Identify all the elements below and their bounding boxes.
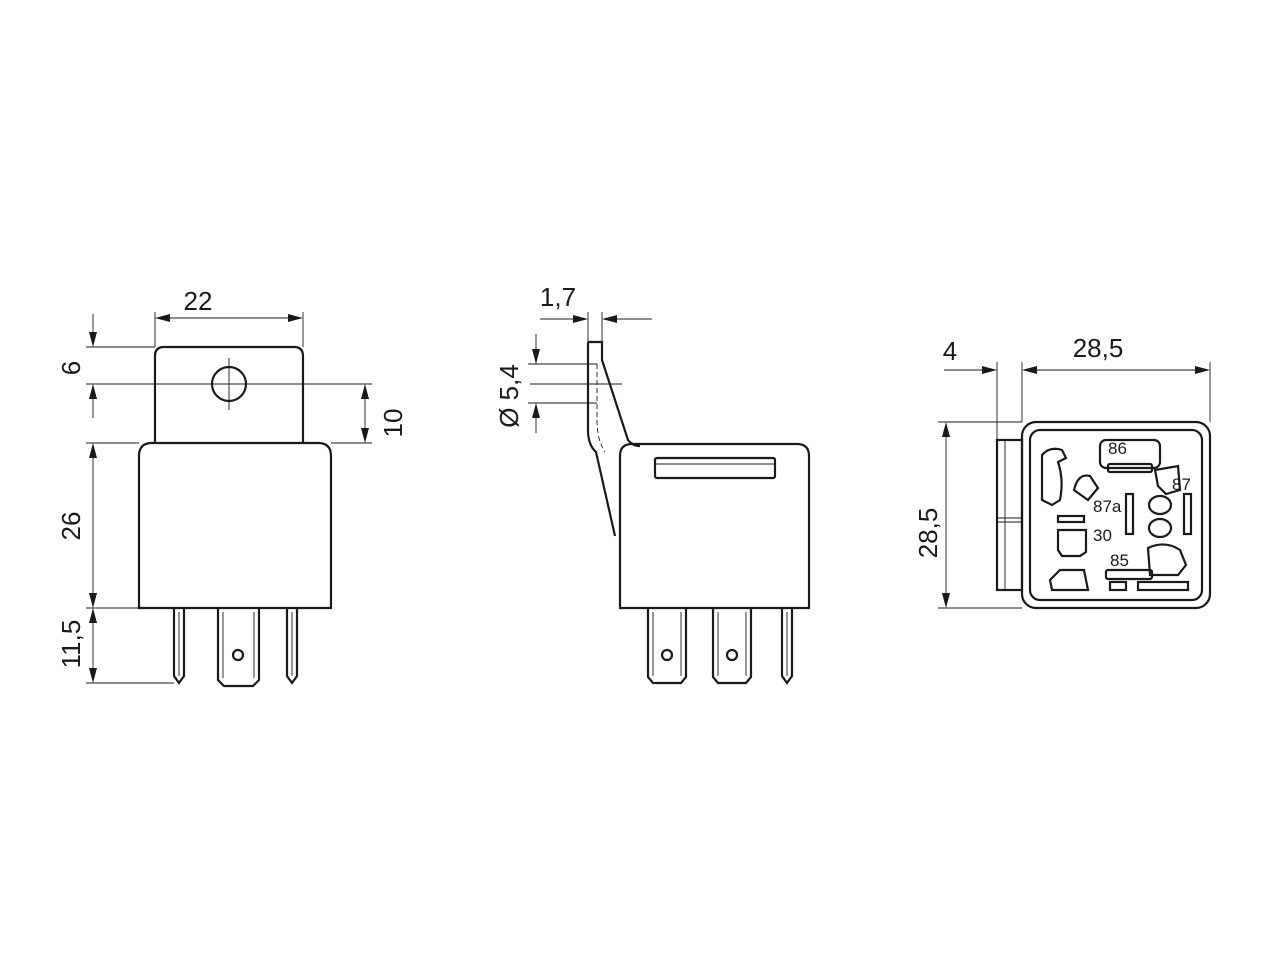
front-pin-right bbox=[285, 608, 299, 685]
side-slot bbox=[653, 456, 777, 480]
side-bracket bbox=[586, 340, 641, 537]
side-blade-center bbox=[711, 608, 753, 685]
dim-bottom-height: 28,5 bbox=[913, 508, 943, 559]
side-body bbox=[618, 442, 811, 610]
bottom-body-inner bbox=[1028, 428, 1204, 602]
bottom-view: 86 87 87a 30 85 4 28,5 28,5 bbox=[913, 333, 1212, 610]
side-blade-left bbox=[646, 608, 688, 685]
dim-front-width: 22 bbox=[184, 286, 213, 316]
dim-side-hole-diameter: Ø 5,4 bbox=[494, 364, 524, 428]
front-mounting-tab bbox=[153, 345, 305, 443]
bottom-bracket bbox=[995, 438, 1024, 592]
pin-label-85: 85 bbox=[1110, 551, 1129, 570]
front-pin-center bbox=[216, 608, 261, 688]
pin-label-30: 30 bbox=[1093, 526, 1112, 545]
dim-front-body-height: 26 bbox=[56, 512, 86, 541]
dim-front-tab-height: 6 bbox=[56, 361, 86, 375]
pin-label-87: 87 bbox=[1172, 475, 1191, 494]
side-view: 1,7 Ø 5,4 bbox=[494, 282, 811, 685]
front-body bbox=[137, 441, 333, 610]
front-pin-left bbox=[172, 608, 186, 685]
pin-label-86: 86 bbox=[1108, 439, 1127, 458]
dim-bottom-width: 28,5 bbox=[1073, 333, 1124, 363]
side-pin-right bbox=[780, 608, 794, 685]
dim-front-pin-length: 11,5 bbox=[56, 620, 86, 669]
dim-front-hole-offset: 10 bbox=[378, 409, 408, 438]
dim-bottom-offset: 4 bbox=[943, 336, 957, 366]
dim-side-bracket-thickness: 1,7 bbox=[540, 282, 576, 312]
front-view: 22 6 26 11,5 10 bbox=[56, 286, 408, 688]
pin-label-87a: 87a bbox=[1093, 497, 1122, 516]
